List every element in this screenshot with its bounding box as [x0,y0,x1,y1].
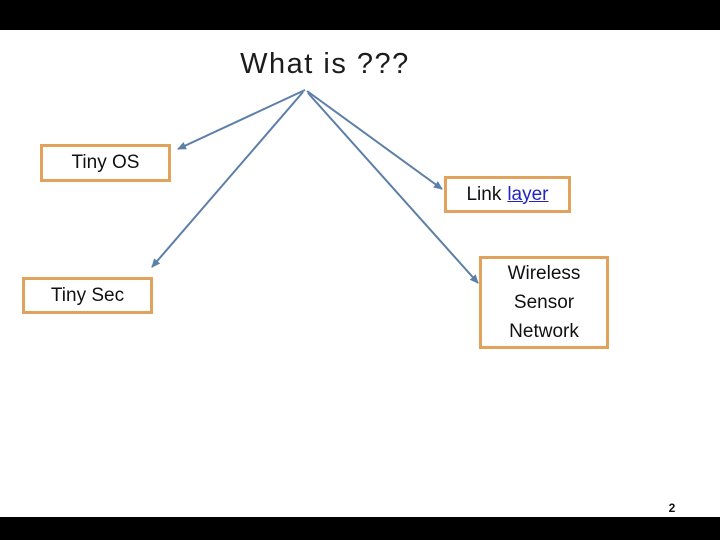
wsn-line-3: Network [509,321,579,342]
box-wireless-sensor-network: Wireless Sensor Network [479,256,609,349]
slide-title: What is ??? [240,48,410,80]
connector-to-wireless-sensor-network [307,92,479,284]
box-tiny-os-label: Tiny OS [71,152,140,173]
slide-page-number: 2 [668,501,676,515]
connector-to-link-layer [306,90,443,190]
layer-hyperlink[interactable]: layer [507,183,549,205]
connector-to-tiny-os [177,89,306,150]
letterbox-bar-top [0,0,720,30]
box-link-layer: Link layer [444,176,571,213]
wsn-line-1: Wireless [507,263,581,284]
box-tiny-os: Tiny OS [40,144,171,182]
box-tiny-sec: Tiny Sec [22,277,153,314]
connector-to-tiny-sec [151,91,304,268]
letterbox-bar-bottom [0,517,720,540]
wsn-line-2: Sensor [513,292,575,313]
box-link-layer-label: Link [466,183,502,205]
box-tiny-sec-label: Tiny Sec [50,284,125,306]
